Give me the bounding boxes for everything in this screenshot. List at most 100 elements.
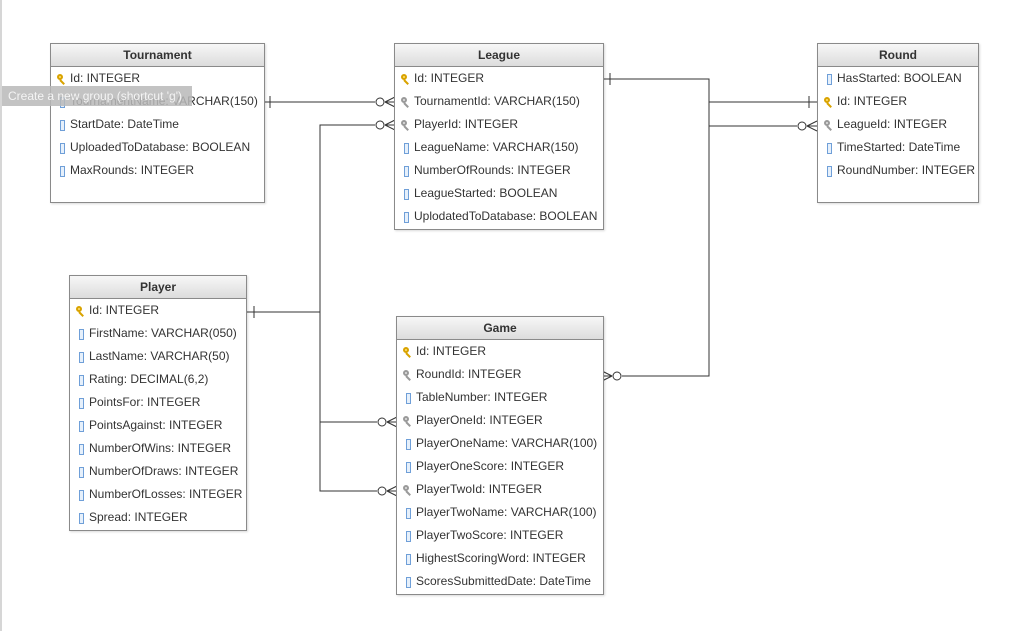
column-icon bbox=[403, 530, 413, 542]
column-icon bbox=[76, 512, 86, 524]
attribute-label: TableNumber: INTEGER bbox=[416, 390, 548, 404]
primary-key-icon bbox=[401, 73, 411, 85]
attribute-row[interactable]: PlayerTwoId: INTEGER bbox=[397, 478, 603, 501]
column-icon bbox=[76, 328, 86, 340]
attribute-row[interactable]: PointsFor: INTEGER bbox=[70, 391, 246, 414]
attribute-label: PlayerOneScore: INTEGER bbox=[416, 459, 565, 473]
attribute-label: NumberOfRounds: INTEGER bbox=[414, 163, 571, 177]
entity-header[interactable]: League bbox=[395, 44, 603, 67]
attribute-label: MaxRounds: INTEGER bbox=[70, 163, 195, 177]
attribute-label: PlayerTwoScore: INTEGER bbox=[416, 528, 564, 542]
foreign-key-icon bbox=[401, 119, 411, 131]
attribute-label: TimeStarted: DateTime bbox=[837, 140, 961, 154]
attribute-row[interactable]: TimeStarted: DateTime bbox=[818, 136, 978, 159]
attribute-row[interactable]: MaxRounds: INTEGER bbox=[51, 159, 264, 182]
attribute-row[interactable]: TableNumber: INTEGER bbox=[397, 386, 603, 409]
attribute-label: Rating: DECIMAL(6,2) bbox=[89, 372, 209, 386]
attribute-row[interactable]: UplodatedToDatabase: BOOLEAN bbox=[395, 205, 603, 228]
attribute-row[interactable]: NumberOfRounds: INTEGER bbox=[395, 159, 603, 182]
column-icon bbox=[824, 142, 834, 154]
column-icon bbox=[401, 142, 411, 154]
primary-key-icon bbox=[824, 96, 834, 108]
attribute-row[interactable]: PointsAgainst: INTEGER bbox=[70, 414, 246, 437]
column-icon bbox=[57, 165, 67, 177]
column-icon bbox=[76, 351, 86, 363]
attribute-row[interactable]: PlayerOneName: VARCHAR(100) bbox=[397, 432, 603, 455]
column-icon bbox=[401, 188, 411, 200]
attribute-row[interactable]: PlayerId: INTEGER bbox=[395, 113, 603, 136]
attribute-row[interactable]: Id: INTEGER bbox=[395, 67, 603, 90]
column-icon bbox=[76, 374, 86, 386]
attribute-row[interactable]: LeagueId: INTEGER bbox=[818, 113, 978, 136]
attribute-label: Id: INTEGER bbox=[416, 344, 487, 358]
attribute-row[interactable]: TournamentId: VARCHAR(150) bbox=[395, 90, 603, 113]
attribute-row[interactable]: LastName: VARCHAR(50) bbox=[70, 345, 246, 368]
foreign-key-icon bbox=[403, 369, 413, 381]
foreign-key-icon bbox=[403, 484, 413, 496]
column-icon bbox=[824, 165, 834, 177]
foreign-key-icon bbox=[401, 96, 411, 108]
column-icon bbox=[76, 466, 86, 478]
attribute-label: LeagueStarted: BOOLEAN bbox=[414, 186, 558, 200]
attribute-label: RoundId: INTEGER bbox=[416, 367, 522, 381]
column-icon bbox=[403, 576, 413, 588]
attribute-row[interactable]: StartDate: DateTime bbox=[51, 113, 264, 136]
attribute-row[interactable]: Id: INTEGER bbox=[818, 90, 978, 113]
attribute-row[interactable]: HasStarted: BOOLEAN bbox=[818, 67, 978, 90]
column-icon bbox=[403, 461, 413, 473]
attribute-row[interactable]: Id: INTEGER bbox=[397, 340, 603, 363]
attribute-row[interactable]: ScoresSubmittedDate: DateTime bbox=[397, 570, 603, 593]
attribute-label: PlayerId: INTEGER bbox=[414, 117, 519, 131]
column-icon bbox=[403, 507, 413, 519]
column-icon bbox=[76, 420, 86, 432]
attribute-label: PointsFor: INTEGER bbox=[89, 395, 201, 409]
attribute-label: Id: INTEGER bbox=[70, 71, 141, 85]
attribute-label: PlayerTwoId: INTEGER bbox=[416, 482, 543, 496]
attribute-row[interactable]: LeagueStarted: BOOLEAN bbox=[395, 182, 603, 205]
attribute-row[interactable]: Id: INTEGER bbox=[51, 67, 264, 90]
attribute-row[interactable]: RoundId: INTEGER bbox=[397, 363, 603, 386]
attribute-row[interactable]: RoundNumber: INTEGER bbox=[818, 159, 978, 182]
column-icon bbox=[401, 211, 411, 223]
attribute-row[interactable]: NumberOfLosses: INTEGER bbox=[70, 483, 246, 506]
entity-header[interactable]: Player bbox=[70, 276, 246, 299]
attribute-label: LeagueId: INTEGER bbox=[837, 117, 948, 131]
entity-header[interactable]: Game bbox=[397, 317, 603, 340]
attribute-row[interactable]: LeagueName: VARCHAR(150) bbox=[395, 136, 603, 159]
attribute-row[interactable]: HighestScoringWord: INTEGER bbox=[397, 547, 603, 570]
foreign-key-icon bbox=[824, 119, 834, 131]
primary-key-icon bbox=[403, 346, 413, 358]
attribute-label: Spread: INTEGER bbox=[89, 510, 188, 524]
column-icon bbox=[403, 553, 413, 565]
attribute-row[interactable]: NumberOfDraws: INTEGER bbox=[70, 460, 246, 483]
column-icon bbox=[57, 142, 67, 154]
rel-player-game bbox=[246, 311, 377, 492]
attribute-row[interactable]: Spread: INTEGER bbox=[70, 506, 246, 529]
attribute-row[interactable]: PlayerOneScore: INTEGER bbox=[397, 455, 603, 478]
attribute-label: Id: INTEGER bbox=[89, 303, 160, 317]
entity-header[interactable]: Round bbox=[818, 44, 978, 67]
attribute-label: UplodatedToDatabase: BOOLEAN bbox=[414, 209, 598, 223]
attribute-row[interactable]: NumberOfWins: INTEGER bbox=[70, 437, 246, 460]
foreign-key-icon bbox=[403, 415, 413, 427]
attribute-row[interactable]: PlayerOneId: INTEGER bbox=[397, 409, 603, 432]
attribute-row[interactable]: FirstName: VARCHAR(050) bbox=[70, 322, 246, 345]
attribute-label: PointsAgainst: INTEGER bbox=[89, 418, 223, 432]
entity-tournament[interactable]: TournamentId: INTEGERTournamentName: VAR… bbox=[50, 43, 265, 203]
attribute-label: NumberOfDraws: INTEGER bbox=[89, 464, 239, 478]
attribute-row[interactable]: PlayerTwoName: VARCHAR(100) bbox=[397, 501, 603, 524]
attribute-label: NumberOfWins: INTEGER bbox=[89, 441, 232, 455]
column-icon bbox=[76, 489, 86, 501]
entity-header[interactable]: Tournament bbox=[51, 44, 264, 67]
attribute-row[interactable]: UploadedToDatabase: BOOLEAN bbox=[51, 136, 264, 159]
attribute-label: Id: INTEGER bbox=[414, 71, 485, 85]
attribute-row[interactable]: Id: INTEGER bbox=[70, 299, 246, 322]
attribute-row[interactable]: PlayerTwoScore: INTEGER bbox=[397, 524, 603, 547]
attribute-row[interactable]: Rating: DECIMAL(6,2) bbox=[70, 368, 246, 391]
attribute-label: NumberOfLosses: INTEGER bbox=[89, 487, 243, 501]
